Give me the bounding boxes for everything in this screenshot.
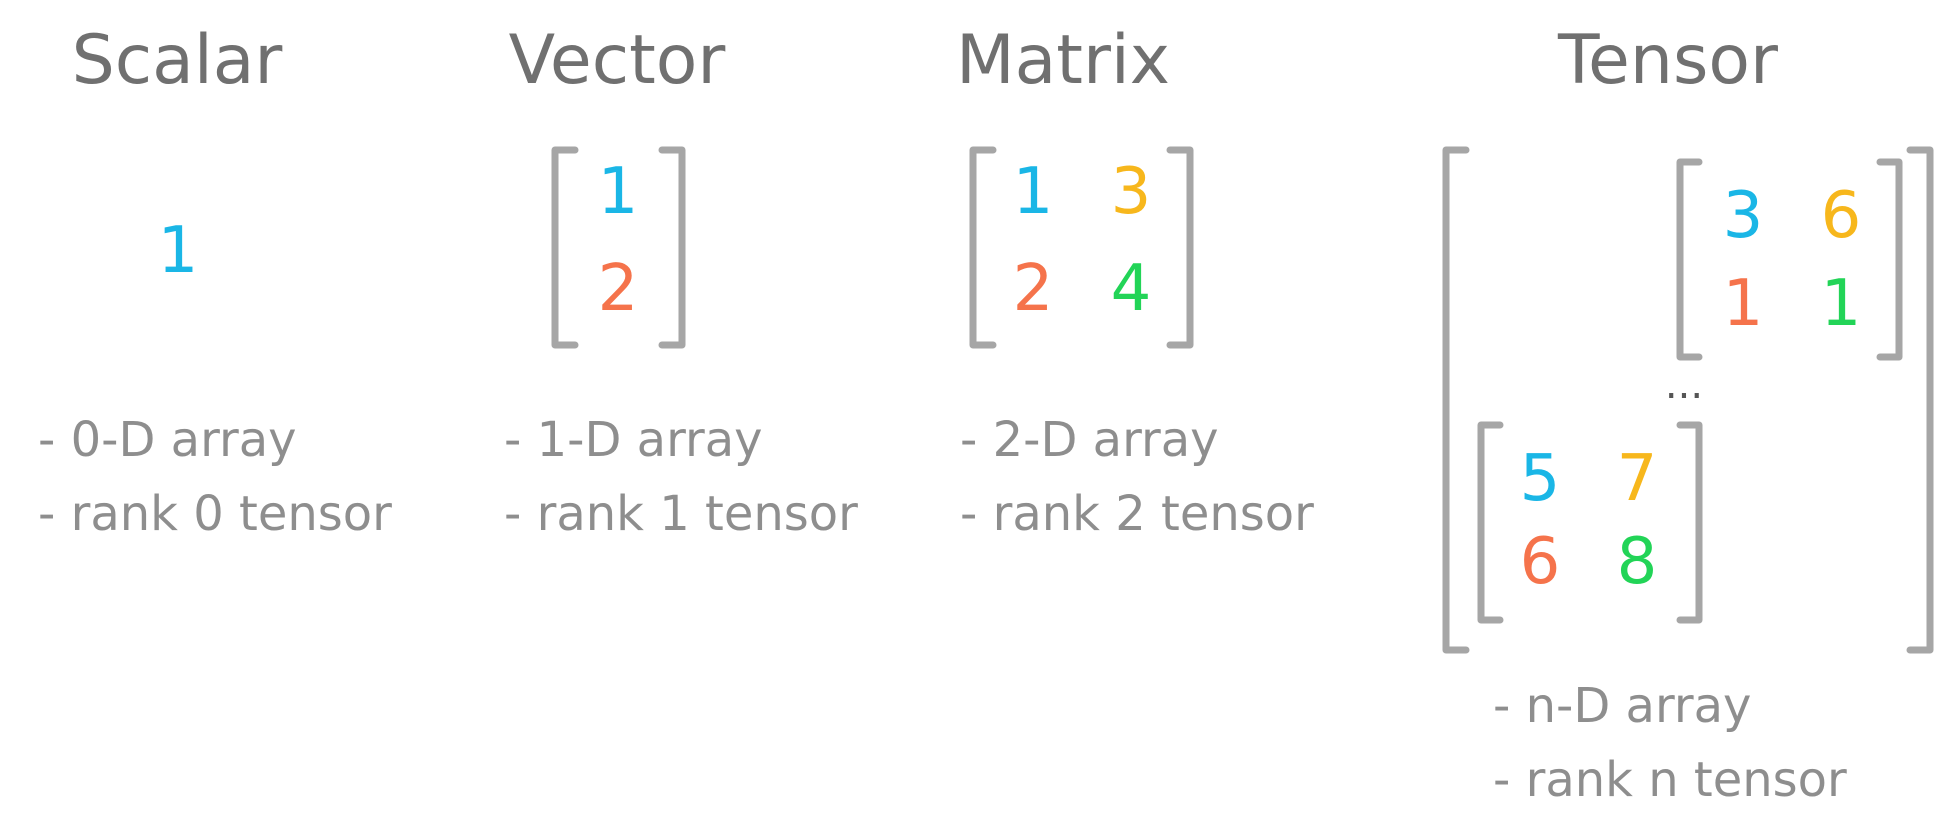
tensor-front-r2c2: 8 <box>1617 525 1658 599</box>
tensor-front-r2c1: 6 <box>1520 525 1561 599</box>
matrix-cell-r1c2: 3 <box>1111 155 1152 229</box>
tensor-back-r1c1: 3 <box>1723 179 1764 253</box>
matrix-cell-r1c1: 1 <box>1013 155 1054 229</box>
tensor-front-matrix: 5 7 6 8 <box>1477 421 1703 624</box>
matrix-left-bracket <box>969 146 997 349</box>
tensor-front-r1c1: 5 <box>1520 442 1561 516</box>
tensor-front-r1c2: 7 <box>1617 442 1658 516</box>
scalar-title: Scalar <box>72 21 283 100</box>
vector-value-2: 2 <box>598 252 639 326</box>
tensor-title: Tensor <box>1557 21 1778 100</box>
matrix-cell-r2c2: 4 <box>1111 252 1152 326</box>
tensor-section: Tensor 3 6 1 1 ... 5 7 6 8 - n-D array -… <box>1442 21 1934 808</box>
tensor-back-r2c1: 1 <box>1723 267 1764 341</box>
scalar-desc-rank: - rank 0 tensor <box>38 486 392 542</box>
matrix-desc-rank: - rank 2 tensor <box>960 486 1314 542</box>
vector-desc-rank: - rank 1 tensor <box>504 486 858 542</box>
tensor-back-left-bracket <box>1676 158 1703 361</box>
tensor-outer-right-bracket <box>1906 146 1934 654</box>
tensor-back-matrix: 3 6 1 1 <box>1676 158 1903 361</box>
matrix-cell-r2c1: 2 <box>1013 252 1054 326</box>
matrix-desc-array: - 2-D array <box>960 412 1219 468</box>
tensor-back-r2c2: 1 <box>1821 267 1862 341</box>
vector-right-bracket <box>658 146 686 349</box>
vector-value-1: 1 <box>598 155 639 229</box>
tensor-desc-array: - n-D array <box>1493 678 1751 734</box>
scalar-desc-array: - 0-D array <box>38 412 297 468</box>
tensor-desc-rank: - rank n tensor <box>1493 752 1847 808</box>
tensor-ellipsis: ... <box>1665 362 1703 408</box>
vector-section: Vector 1 2 - 1-D array - rank 1 tensor <box>504 21 858 542</box>
scalar-value: 1 <box>158 214 199 288</box>
tensor-outer-left-bracket <box>1442 146 1470 654</box>
vector-title: Vector <box>509 21 726 100</box>
matrix-section: Matrix 1 3 2 4 - 2-D array - rank 2 tens… <box>956 21 1314 542</box>
scalar-section: Scalar 1 - 0-D array - rank 0 tensor <box>38 21 392 542</box>
matrix-right-bracket <box>1166 146 1194 349</box>
matrix-title: Matrix <box>956 21 1170 100</box>
vector-left-bracket <box>551 146 579 349</box>
tensor-back-right-bracket <box>1876 158 1903 361</box>
vector-desc-array: - 1-D array <box>504 412 763 468</box>
tensor-back-r1c2: 6 <box>1821 179 1862 253</box>
tensor-front-right-bracket <box>1676 421 1703 624</box>
tensor-front-left-bracket <box>1477 421 1504 624</box>
